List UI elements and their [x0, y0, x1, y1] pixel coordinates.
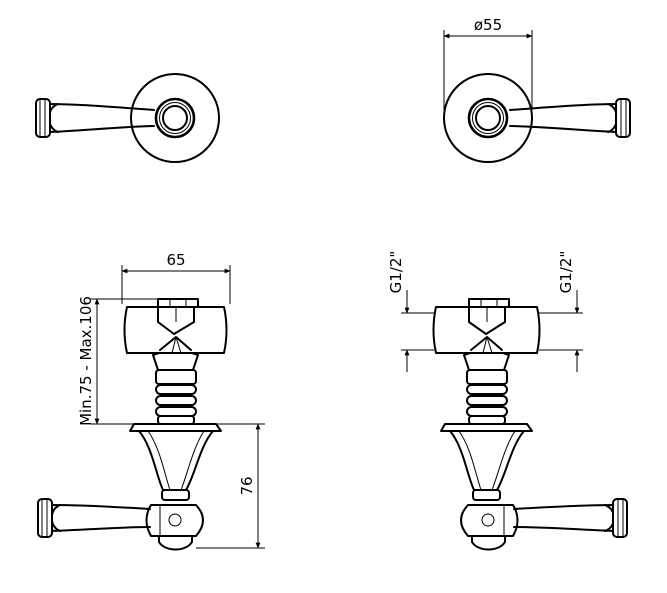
height-dimension: 76	[196, 423, 265, 549]
depth-range-label: Min.75 - Max.106	[77, 296, 95, 426]
width-dimension: 65	[121, 251, 231, 304]
side-view-left	[37, 298, 228, 551]
diameter-dimension: ø55	[443, 16, 533, 110]
width-label: 65	[166, 251, 185, 269]
thread-dimension-left: G1/2"	[387, 251, 434, 372]
thread-dimension-right: G1/2"	[539, 251, 583, 372]
front-view-left	[35, 73, 220, 163]
diameter-label: ø55	[474, 16, 502, 34]
thread-label-left: G1/2"	[387, 251, 405, 294]
thread-label-right: G1/2"	[557, 251, 575, 294]
height-label: 76	[238, 476, 256, 495]
depth-range-dimension: Min.75 - Max.106	[77, 296, 160, 426]
side-view-right	[432, 298, 628, 551]
front-view-right	[443, 73, 631, 163]
